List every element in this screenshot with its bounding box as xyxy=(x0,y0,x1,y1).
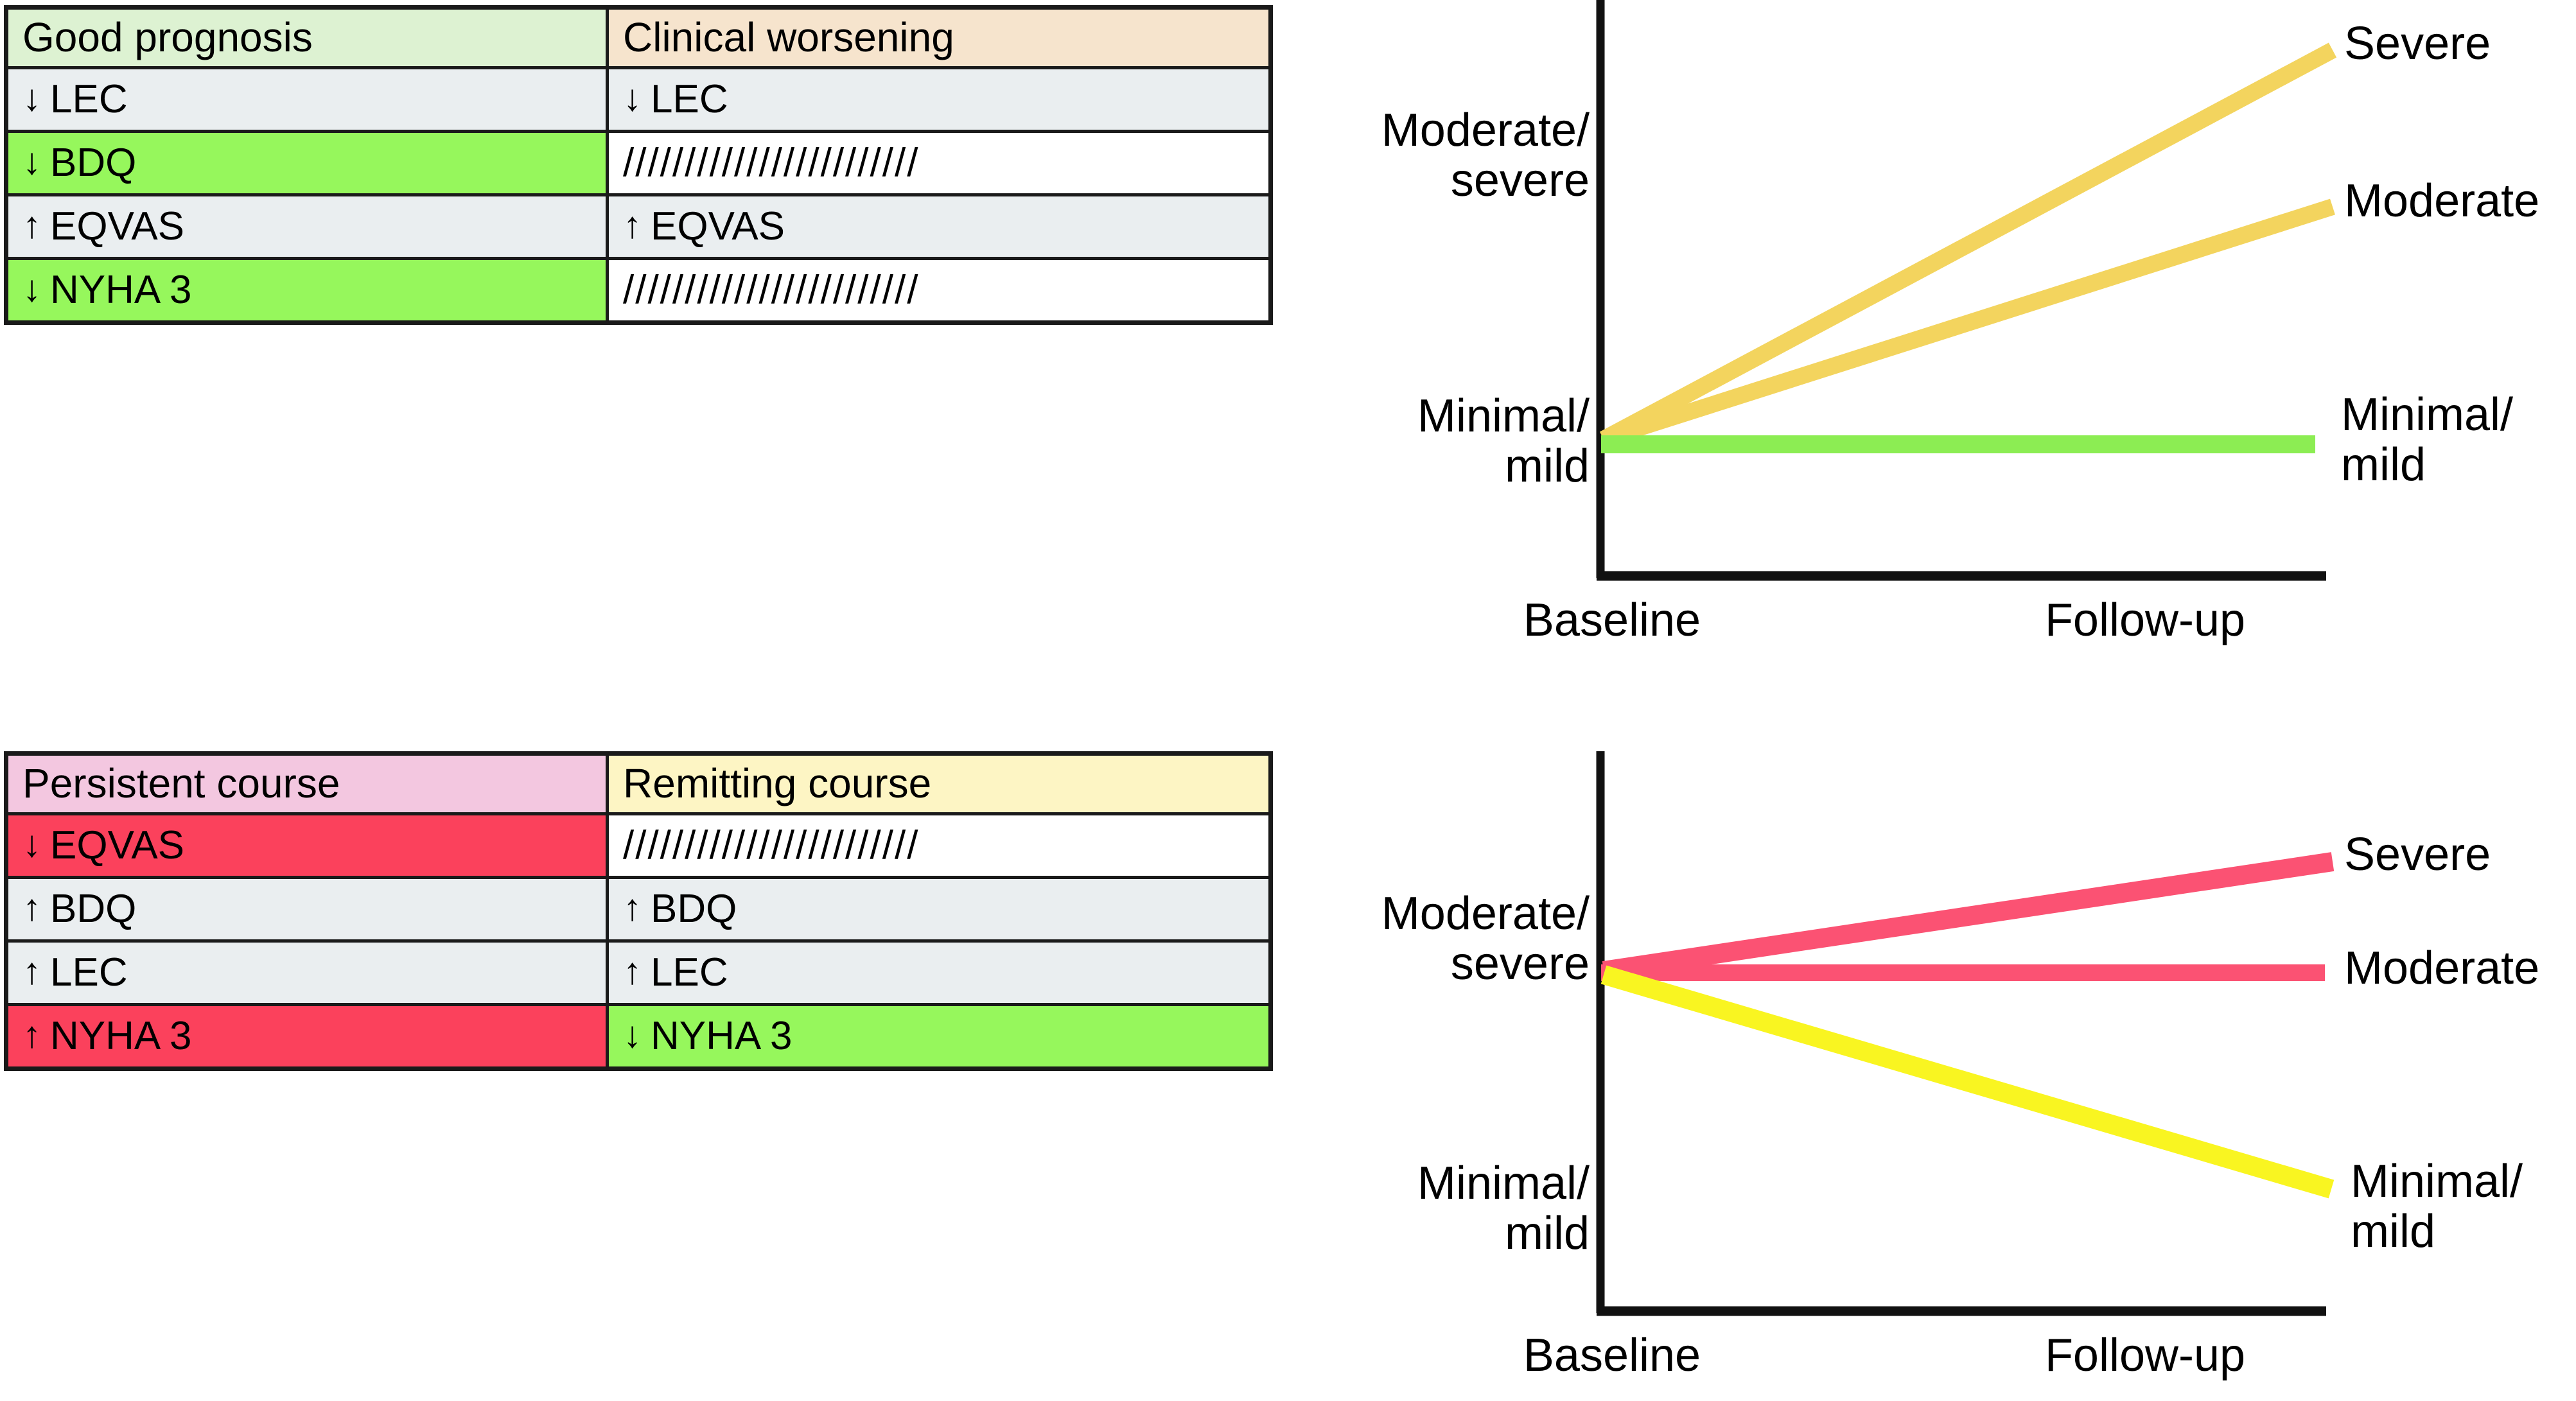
cell-label: EQVAS xyxy=(50,823,185,868)
arrow-down-icon: ↓ xyxy=(22,823,41,865)
cell-good-prognosis-lec: ↓ LEC xyxy=(4,66,609,133)
header-good-prognosis: Good prognosis xyxy=(4,6,609,69)
x-tick-baseline: Baseline xyxy=(1523,595,1701,646)
header-clinical-worsening: Clinical worsening xyxy=(606,6,1272,69)
cell-clinical-worsening-lec: ↓ LEC xyxy=(606,66,1272,133)
table-row: ↓ BDQ //////////////////////// xyxy=(4,130,1272,196)
arrow-up-icon: ↑ xyxy=(22,1014,41,1056)
y-tick-minimal-mild: Minimal/ mild xyxy=(1417,390,1590,492)
arrow-up-icon: ↑ xyxy=(623,887,642,928)
header-label: Persistent course xyxy=(22,760,340,807)
y-tick-minimal-mild: Minimal/ mild xyxy=(1417,1158,1590,1259)
series-label-minimal-mild: Minimal/ mild xyxy=(2341,389,2514,491)
persistent-remitting-chart: Moderate/ severe Minimal/ mild Severe Mo… xyxy=(1323,726,2576,1401)
cell-label: NYHA 3 xyxy=(50,1014,192,1059)
series-line-severe xyxy=(1599,42,2337,447)
y-tick-moderate-severe: Moderate/ severe xyxy=(1381,888,1590,989)
cell-label: BDQ xyxy=(50,141,137,186)
series-label-minimal-mild: Minimal/ mild xyxy=(2351,1156,2523,1257)
table-row: ↓ NYHA 3 //////////////////////// xyxy=(4,257,1272,324)
header-remitting-course: Remitting course xyxy=(606,752,1272,815)
cell-clinical-worsening-nyha3-empty: //////////////////////// xyxy=(606,257,1272,324)
table-header-row: Good prognosis Clinical worsening xyxy=(4,6,1272,69)
arrow-down-icon: ↓ xyxy=(623,1014,642,1056)
cell-persistent-bdq: ↑ BDQ xyxy=(4,876,609,943)
arrow-down-icon: ↓ xyxy=(623,77,642,119)
cell-label: LEC xyxy=(50,77,128,122)
cell-label: LEC xyxy=(651,950,728,995)
cell-label: BDQ xyxy=(50,887,137,932)
table-row: ↑ NYHA 3 ↓ NYHA 3 xyxy=(4,1003,1272,1070)
table-row: ↑ LEC ↑ LEC xyxy=(4,939,1272,1006)
cell-clinical-worsening-eqvas: ↑ EQVAS xyxy=(606,193,1272,260)
good-prognosis-chart: Moderate/ severe Minimal/ mild Severe Mo… xyxy=(1323,0,2576,681)
cell-label: BDQ xyxy=(651,887,737,932)
series-label-moderate: Moderate xyxy=(2344,943,2540,994)
arrow-down-icon: ↓ xyxy=(22,77,41,119)
cell-remitting-eqvas-empty: //////////////////////// xyxy=(606,812,1272,879)
series-label-moderate: Moderate xyxy=(2344,175,2540,227)
header-persistent-course: Persistent course xyxy=(4,752,609,815)
x-tick-baseline: Baseline xyxy=(1523,1330,1701,1381)
table-row: ↓ LEC ↓ LEC xyxy=(4,66,1272,133)
cell-label: EQVAS xyxy=(50,204,185,249)
series-label-severe: Severe xyxy=(2344,18,2491,69)
series-line-moderate xyxy=(1601,198,2335,448)
cell-good-prognosis-eqvas: ↑ EQVAS xyxy=(4,193,609,260)
cell-persistent-lec: ↑ LEC xyxy=(4,939,609,1006)
arrow-up-icon: ↑ xyxy=(623,204,642,246)
cell-good-prognosis-bdq: ↓ BDQ xyxy=(4,130,609,196)
cell-remitting-lec: ↑ LEC xyxy=(606,939,1272,1006)
arrow-down-icon: ↓ xyxy=(22,141,41,182)
cell-label: NYHA 3 xyxy=(50,268,192,313)
arrow-up-icon: ↑ xyxy=(22,950,41,992)
cell-remitting-nyha3: ↓ NYHA 3 xyxy=(606,1003,1272,1070)
header-label: Clinical worsening xyxy=(623,14,954,61)
series-line-severe xyxy=(1602,852,2335,980)
table-row: ↑ EQVAS ↑ EQVAS xyxy=(4,193,1272,260)
chart-plot-area xyxy=(1596,0,2337,581)
x-tick-follow-up: Follow-up xyxy=(2044,1330,2246,1381)
cell-label: NYHA 3 xyxy=(651,1014,793,1059)
chart-plot-area xyxy=(1596,751,2335,1316)
cell-persistent-eqvas: ↓ EQVAS xyxy=(4,812,609,879)
cell-good-prognosis-nyha3: ↓ NYHA 3 xyxy=(4,257,609,324)
hatch-marks: //////////////////////// xyxy=(623,268,920,313)
table-header-row: Persistent course Remitting course xyxy=(4,752,1272,815)
table-row: ↑ BDQ ↑ BDQ xyxy=(4,876,1272,943)
cell-label: LEC xyxy=(50,950,128,995)
good-prognosis-table: Good prognosis Clinical worsening ↓ LEC … xyxy=(4,5,1273,325)
arrow-up-icon: ↑ xyxy=(623,950,642,992)
cell-persistent-nyha3: ↑ NYHA 3 xyxy=(4,1003,609,1070)
header-label: Remitting course xyxy=(623,760,932,807)
series-line-minimal-mild xyxy=(1600,965,2335,1199)
cell-label: EQVAS xyxy=(651,204,785,249)
hatch-marks: //////////////////////// xyxy=(623,141,920,186)
arrow-up-icon: ↑ xyxy=(22,204,41,246)
cell-remitting-bdq: ↑ BDQ xyxy=(606,876,1272,943)
y-tick-moderate-severe: Moderate/ severe xyxy=(1381,105,1590,206)
table-row: ↓ EQVAS //////////////////////// xyxy=(4,812,1272,879)
arrow-up-icon: ↑ xyxy=(22,887,41,928)
series-label-severe: Severe xyxy=(2344,829,2491,880)
hatch-marks: //////////////////////// xyxy=(623,823,920,868)
header-label: Good prognosis xyxy=(22,14,313,61)
cell-clinical-worsening-bdq-empty: //////////////////////// xyxy=(606,130,1272,196)
persistent-remitting-table: Persistent course Remitting course ↓ EQV… xyxy=(4,751,1273,1071)
arrow-down-icon: ↓ xyxy=(22,268,41,309)
x-tick-follow-up: Follow-up xyxy=(2044,595,2246,646)
cell-label: LEC xyxy=(651,77,728,122)
